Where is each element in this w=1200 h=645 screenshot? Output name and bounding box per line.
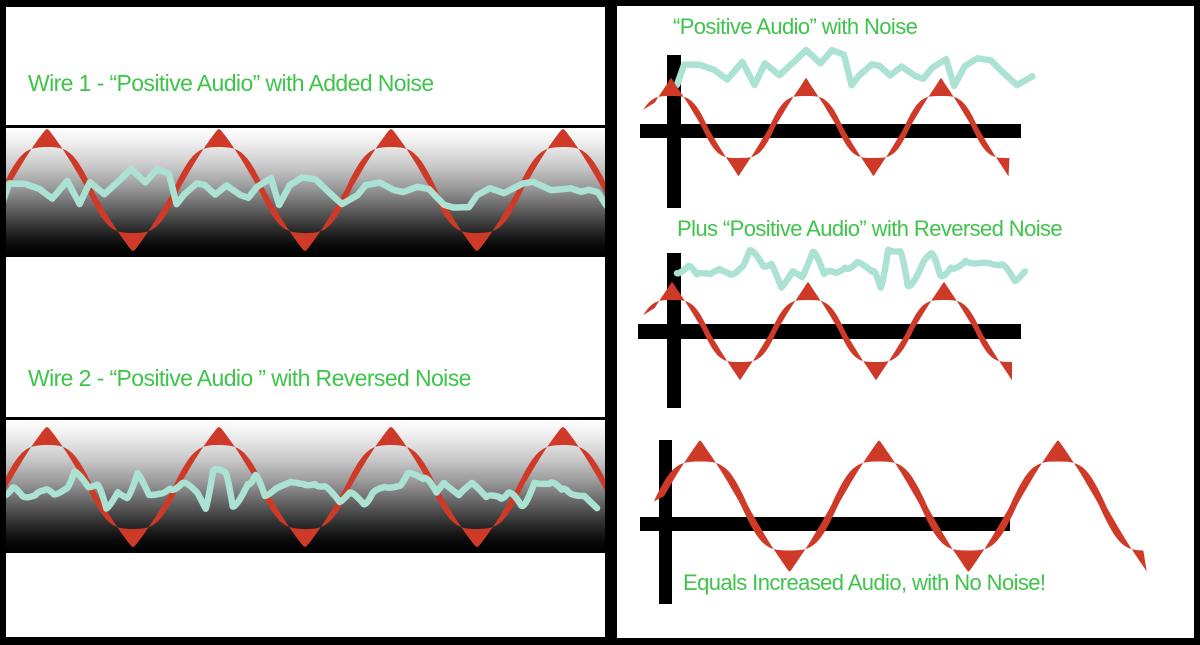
positive-audio-wave — [6, 129, 605, 251]
x-axis — [640, 124, 1021, 138]
wire1-signal-band — [6, 125, 605, 257]
wire1-label: Wire 1 - “Positive Audio” with Added Noi… — [28, 70, 434, 96]
left-panel-wires: Wire 1 - “Positive Audio” with Added Noi… — [6, 7, 605, 637]
step3-label: Equals Increased Audio, with No Noise! — [683, 570, 1046, 595]
graph-positive-audio-reversed-noise — [638, 246, 1029, 408]
right-panel-sum: “Positive Audio” with Noise Plus “Positi… — [617, 6, 1194, 638]
step1-label: “Positive Audio” with Noise — [673, 14, 918, 39]
increased-audio-wave — [653, 440, 1147, 572]
graph-increased-audio-no-noise — [640, 440, 1147, 604]
x-axis — [638, 324, 1021, 339]
wire2-label: Wire 2 - “Positive Audio ” with Reversed… — [28, 365, 471, 391]
graph-positive-audio-with-noise — [640, 46, 1036, 208]
added-noise-wave — [6, 165, 605, 211]
wire1-waveform — [6, 129, 605, 251]
step2-label: Plus “Positive Audio” with Reversed Nois… — [677, 216, 1063, 241]
positive-audio-wave — [6, 427, 605, 547]
reversed-noise-wave — [6, 465, 601, 512]
reversed-noise-wave — [673, 246, 1029, 291]
wire2-waveform — [6, 427, 605, 547]
noise-wave — [673, 46, 1036, 90]
wire2-signal-band — [6, 417, 605, 553]
